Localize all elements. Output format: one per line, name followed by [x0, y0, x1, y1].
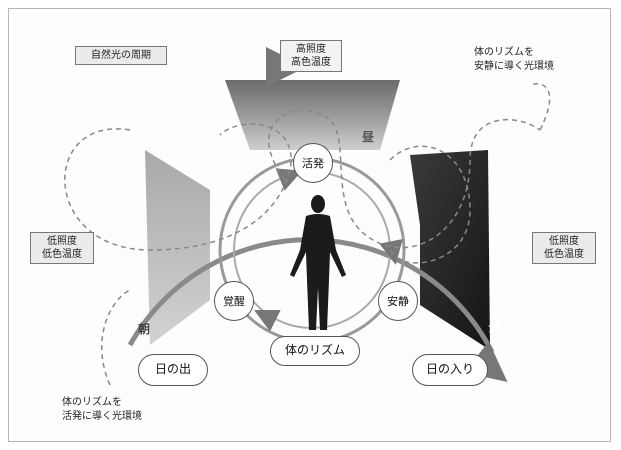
awake-state-circle: 覚醒 — [214, 281, 254, 321]
dashed-loop-left — [64, 123, 292, 251]
noon-label: 昼 — [362, 130, 375, 144]
awake-state-label: 覚醒 — [223, 295, 245, 308]
dashed-tail-top — [529, 83, 551, 131]
note-calm-light: 体のリズムを 安静に導く光環境 — [474, 46, 554, 74]
evening-label: 夕 — [488, 320, 501, 334]
dashed-tail-bottom — [101, 289, 131, 386]
note-active-line2: 活発に導く光環境 — [62, 411, 142, 422]
left-segment-line1: 低照度 — [47, 236, 77, 247]
segment-evening-photo — [410, 150, 490, 350]
note-active-line1: 体のリズムを — [62, 397, 122, 408]
right-segment-line1: 低照度 — [549, 236, 579, 247]
active-state-circle: 活発 — [293, 143, 333, 183]
dashed-loop-right — [389, 145, 471, 264]
body-rhythm-pill: 体のリズム — [270, 336, 360, 366]
calm-state-circle: 安静 — [378, 281, 418, 321]
right-segment-line2: 低色温度 — [544, 249, 584, 260]
left-segment-line2: 低色温度 — [42, 249, 82, 260]
top-segment-line2: 高色温度 — [291, 57, 331, 68]
right-segment-label: 低照度 低色温度 — [532, 232, 596, 264]
dashed-loop-top — [268, 109, 541, 249]
note-active-light: 体のリズムを 活発に導く光環境 — [62, 396, 142, 424]
sunset-pill: 日の入り — [412, 354, 488, 386]
segment-morning-photo — [145, 150, 210, 345]
natural-light-cycle-label: 自然光の周期 — [75, 46, 167, 65]
sunrise-pill: 日の出 — [138, 354, 208, 386]
active-state-label: 活発 — [302, 157, 324, 170]
morning-label: 朝 — [138, 322, 151, 336]
segment-noon-photo — [225, 80, 400, 150]
top-segment-label: 高照度 高色温度 — [280, 40, 342, 72]
top-segment-line1: 高照度 — [296, 44, 326, 55]
calm-state-label: 安静 — [387, 295, 409, 308]
note-calm-line1: 体のリズムを — [474, 47, 534, 58]
human-figure-icon — [290, 195, 346, 330]
note-calm-line2: 安静に導く光環境 — [474, 61, 554, 72]
left-segment-label: 低照度 低色温度 — [30, 232, 94, 264]
